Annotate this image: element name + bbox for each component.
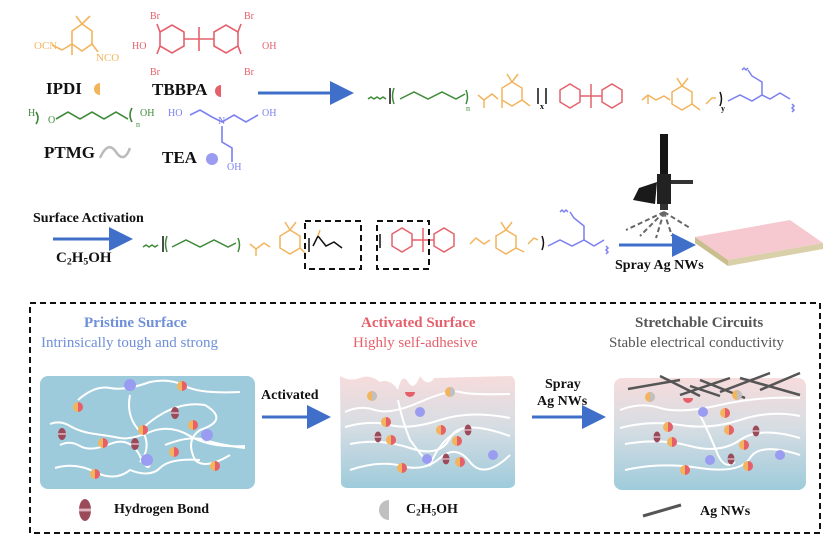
subscript-x: x: [540, 102, 544, 111]
mechanism-panel-border: [29, 302, 821, 534]
ptmg-label: PTMG: [44, 143, 95, 162]
ptmg-n-label: n: [136, 120, 140, 129]
tea-circle-icon: [206, 153, 218, 165]
phenol-highlight-box: [376, 220, 430, 270]
tea-structure: [189, 109, 259, 162]
pristine-gel: [40, 376, 255, 489]
formula-oh: OH: [88, 250, 112, 266]
tea-ho-label: HO: [168, 108, 183, 119]
substrate-plate: [695, 220, 823, 266]
activated-arrow-label: Activated: [261, 388, 319, 403]
pristine-surface-title: Pristine Surface: [84, 315, 187, 331]
pristine-surface-subtitle: Intrinsically tough and strong: [41, 335, 219, 351]
formula-c: C: [56, 250, 67, 266]
hydrogen-bond-legend-icon: [79, 499, 91, 521]
ethanol-legend-icon: [379, 500, 389, 520]
formula-sub-2: 2: [416, 507, 421, 518]
spray-gun-icon: [625, 134, 693, 239]
ipdi-label: IPDI: [46, 79, 82, 98]
formula-h: H: [420, 502, 432, 517]
tbbpa-br-label: Br: [244, 11, 254, 22]
subscript-n: n: [466, 104, 470, 113]
ethanol-condition-label: C2H5OH: [56, 250, 112, 267]
formula-h: H: [71, 250, 84, 266]
stretchable-circuits-subtitle: Stable electrical conductivity: [609, 335, 784, 351]
tea-label: TEA: [162, 148, 197, 167]
formula-c: C: [406, 502, 417, 517]
tbbpa-structure: [156, 23, 242, 55]
hydrogen-bonds: [58, 407, 179, 450]
polymer-chain-activated: [142, 208, 610, 256]
ethyl-carbamate-highlight-box: [304, 220, 362, 270]
ptmg-structure: [35, 107, 133, 125]
tbbpa-br-label: Br: [150, 11, 160, 22]
activated-surface-subtitle: Highly self-adhesive: [353, 335, 478, 351]
ethanol-legend-label: C2H5OH: [406, 502, 458, 518]
spray-arrow-label-line2: Ag NWs: [537, 394, 588, 409]
tbbpa-br-label: Br: [150, 67, 160, 78]
ag-nws-legend-label: Ag NWs: [700, 504, 751, 519]
formula-oh: OH: [436, 502, 458, 517]
circuit-gel: [614, 371, 806, 490]
tea-oh-label: OH: [227, 162, 242, 173]
tbbpa-label: TBBPA: [152, 80, 208, 99]
ag-nws-legend-icon: [642, 503, 682, 518]
polymer-chain-top: [367, 66, 796, 113]
ptmg-h-label: H: [28, 108, 36, 119]
tea-n-label: N: [218, 116, 226, 127]
urethane-dots: [73, 381, 220, 479]
activated-surface-title: Activated Surface: [361, 315, 476, 331]
tbbpa-oh-label: OH: [262, 41, 277, 52]
tbbpa-ho-label: HO: [132, 41, 147, 52]
hydrogen-bond-legend-label: Hydrogen Bond: [114, 502, 210, 517]
spray-arrow-label-line1: Spray: [545, 377, 581, 392]
stretchable-circuits-title: Stretchable Circuits: [635, 315, 764, 331]
tbbpa-half-circle-icon: [215, 85, 221, 97]
ptmg-o-label: O: [48, 115, 56, 126]
tea-oh-label: OH: [262, 108, 277, 119]
subscript-y: y: [721, 104, 725, 113]
ipdi-structure: [51, 15, 99, 55]
activated-gel: [340, 376, 515, 488]
ptmg-wave-icon: [98, 145, 132, 159]
formula-sub-5: 5: [83, 256, 89, 268]
ipdi-ocn-label: OCN: [34, 40, 58, 52]
formula-sub-2: 2: [66, 256, 72, 268]
spray-ag-nws-label: Spray Ag NWs: [615, 258, 704, 273]
ipdi-nco-label: NCO: [96, 52, 120, 64]
ipdi-half-circle-icon: [94, 83, 100, 95]
formula-sub-5: 5: [431, 507, 437, 518]
ptmg-oh-label: OH: [140, 108, 155, 119]
surface-activation-label: Surface Activation: [33, 211, 144, 226]
tbbpa-br-label: Br: [244, 67, 254, 78]
